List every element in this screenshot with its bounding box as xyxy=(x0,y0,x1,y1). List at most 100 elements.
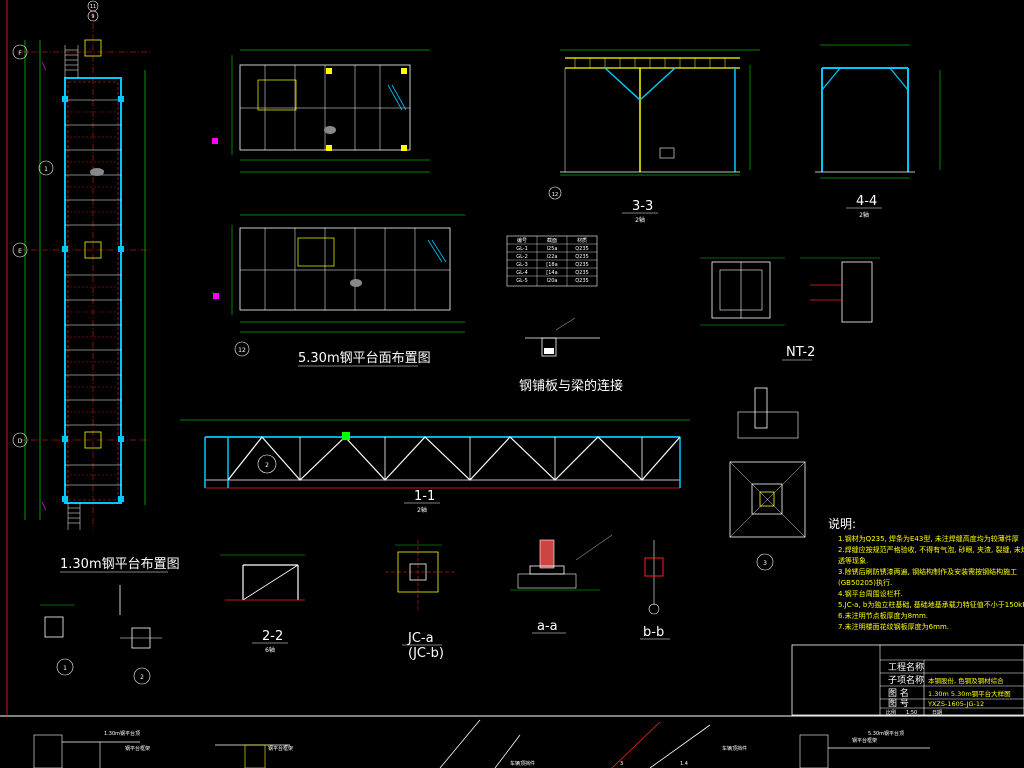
svg-text:车辆顶挡件: 车辆顶挡件 xyxy=(722,745,747,752)
svg-text:1.钢材为Q235, 焊条为E43型, 未注焊缝高度均为较薄: 1.钢材为Q235, 焊条为E43型, 未注焊缝高度均为较薄件厚 xyxy=(838,534,1019,543)
svg-text:5.30m钢平台顶: 5.30m钢平台顶 xyxy=(868,730,904,737)
axis-bubble-2-truss: 2 xyxy=(265,462,269,469)
svg-text:Q235: Q235 xyxy=(575,262,588,268)
svg-text:本钢股份, 色钢及钢材综合: 本钢股份, 色钢及钢材综合 xyxy=(928,676,1004,685)
svg-text:透等现象.: 透等现象. xyxy=(838,556,868,565)
section-4-4-scale: 2轴 xyxy=(859,211,869,219)
section-3-3-title: 3-3 xyxy=(632,199,653,214)
jca-title: JC-a xyxy=(407,631,434,646)
svg-text:GL-3: GL-3 xyxy=(516,262,528,268)
svg-text:D: D xyxy=(18,438,23,445)
svg-text:3: 3 xyxy=(620,761,623,767)
svg-text:材质: 材质 xyxy=(577,237,587,244)
axis-bubble-12-plan: 12 xyxy=(234,341,250,357)
svg-text:1: 1 xyxy=(63,665,67,672)
svg-text:1.4: 1.4 xyxy=(680,761,688,767)
svg-text:3.除锈后刷防锈漆两遍, 钢结构制作及安装需按钢结构施工: 3.除锈后刷防锈漆两遍, 钢结构制作及安装需按钢结构施工 xyxy=(838,567,1017,576)
svg-text:GL-4: GL-4 xyxy=(516,270,528,276)
svg-text:5.JC-a, b为独立柱基础, 基础地基承载力特征值不小于: 5.JC-a, b为独立柱基础, 基础地基承载力特征值不小于150kPa xyxy=(838,600,1024,609)
plan-530-title: 5.30m钢平台面布置图 xyxy=(298,351,431,366)
svg-text:GL-2: GL-2 xyxy=(516,254,528,260)
svg-text:2: 2 xyxy=(265,462,269,469)
section-2-2-title: 2-2 xyxy=(262,629,283,644)
plan-530-lower xyxy=(213,214,465,333)
svg-text:6.未注明节点板厚度为8mm.: 6.未注明节点板厚度为8mm. xyxy=(838,611,928,620)
svg-text:4.钢平台周围设栏杆.: 4.钢平台周围设栏杆. xyxy=(838,589,903,598)
jcb-title: (JC-b) xyxy=(408,646,444,661)
plan-530-upper xyxy=(212,49,430,173)
nt2-detail-drawing xyxy=(700,257,880,326)
svg-text:1.30m 5.30m钢平台大样图: 1.30m 5.30m钢平台大样图 xyxy=(928,689,1011,698)
svg-text:比例: 比例 xyxy=(886,709,896,716)
bottom-partial-details: 钢平台框架 1.30m钢平台顶 钢平台框架 车辆顶挡件 3 1.4 车辆顶挡件 … xyxy=(33,719,930,768)
svg-text:12: 12 xyxy=(238,347,246,354)
svg-text:1: 1 xyxy=(44,166,48,173)
title-block: 工程名称 子项名称 图 名 图 号 本钢股份, 色钢及钢材综合 1.30m 5.… xyxy=(791,644,1024,716)
svg-text:钢平台框架: 钢平台框架 xyxy=(852,737,877,744)
svg-text:Q235: Q235 xyxy=(575,278,588,284)
svg-text:编号: 编号 xyxy=(517,237,527,244)
svg-text:2: 2 xyxy=(140,674,144,681)
design-notes: 说明: 1.钢材为Q235, 焊条为E43型, 未注焊缝高度均为较薄件厚 2.焊… xyxy=(828,516,1024,631)
bb-title: b-b xyxy=(643,625,664,640)
svg-text:车辆顶挡件: 车辆顶挡件 xyxy=(510,760,535,767)
axis-bubble-9: 9 xyxy=(87,10,99,22)
svg-text:日期: 日期 xyxy=(932,710,942,716)
section-1-1-title: 1-1 xyxy=(414,489,435,504)
svg-text:钢平台框架: 钢平台框架 xyxy=(125,745,150,752)
jca-foundation-drawing xyxy=(385,540,455,610)
svg-text:12: 12 xyxy=(552,192,558,198)
connection-title: 钢铺板与梁的连接 xyxy=(519,378,623,394)
svg-text:钢平台框架: 钢平台框架 xyxy=(268,745,293,752)
svg-text:Q235: Q235 xyxy=(575,254,588,260)
svg-text:7.未注明楼面花纹钢板厚度为6mm.: 7.未注明楼面花纹钢板厚度为6mm. xyxy=(838,622,949,631)
aa-title: a-a xyxy=(537,619,558,634)
section-4-4-title: 4-4 xyxy=(856,194,877,209)
axis-bubble-12-section: 12 xyxy=(548,186,562,200)
axis-bubble-E: E xyxy=(12,242,28,258)
svg-text:GL-5: GL-5 xyxy=(516,278,528,284)
svg-text:[14a: [14a xyxy=(546,270,557,276)
section-1-1-truss xyxy=(180,419,690,489)
svg-text:Q235: Q235 xyxy=(575,246,588,252)
svg-text:11: 11 xyxy=(90,4,96,10)
section-1-1-scale: 2轴 xyxy=(417,506,427,514)
plan-130-title: 1.30m钢平台布置图 xyxy=(60,557,180,572)
nt2-title: NT-2 xyxy=(786,345,815,360)
svg-text:F: F xyxy=(18,50,22,57)
svg-text:工程名称: 工程名称 xyxy=(888,661,924,673)
section-2-2-drawing xyxy=(220,554,305,601)
svg-text:1.30m钢平台顶: 1.30m钢平台顶 xyxy=(104,730,140,737)
axis-bubble-11: 11 xyxy=(87,0,99,12)
svg-text:子项名称: 子项名称 xyxy=(888,674,924,686)
svg-text:说明:: 说明: xyxy=(828,516,856,531)
svg-text:I22a: I22a xyxy=(547,254,558,260)
detail-1-drawing: 1 xyxy=(40,604,75,676)
svg-text:截面: 截面 xyxy=(547,237,557,244)
section-4-4-drawing xyxy=(815,44,941,179)
axis-bubble-F: F xyxy=(12,44,28,60)
section-2-2-scale: 6轴 xyxy=(265,646,275,654)
svg-text:(GB50205)执行.: (GB50205)执行. xyxy=(838,578,892,587)
svg-text:GL-1: GL-1 xyxy=(516,246,528,252)
axis-bubble-3: 3 xyxy=(763,560,767,567)
svg-text:图 名: 图 名 xyxy=(888,687,909,699)
bb-section-drawing xyxy=(644,540,664,615)
svg-text:2.焊缝应按规范严格验收, 不得有气泡, 砂眼, 夹渣, 裂: 2.焊缝应按规范严格验收, 不得有气泡, 砂眼, 夹渣, 裂缝, 未焊 xyxy=(838,545,1024,554)
svg-text:YXZS-1605-JG-12: YXZS-1605-JG-12 xyxy=(927,700,984,708)
axis-bubble-1-plan: 1 xyxy=(38,160,54,176)
aa-section-drawing xyxy=(510,534,613,591)
svg-text:9: 9 xyxy=(91,14,94,20)
svg-text:E: E xyxy=(18,248,22,255)
svg-text:[18a: [18a xyxy=(546,262,557,268)
member-table: 编号 截面 材质 GL-1 I25a Q235 GL-2 I22a Q235 G… xyxy=(506,235,598,287)
svg-text:3: 3 xyxy=(763,560,767,567)
axis-bubble-D: D xyxy=(12,432,28,448)
section-3-3-scale: 2轴 xyxy=(635,216,645,224)
detail-2-drawing: 2 xyxy=(119,585,162,685)
svg-text:I25a: I25a xyxy=(547,246,558,252)
svg-text:1:50: 1:50 xyxy=(906,710,917,716)
svg-text:Q235: Q235 xyxy=(575,270,588,276)
column-base-detail xyxy=(729,387,806,571)
